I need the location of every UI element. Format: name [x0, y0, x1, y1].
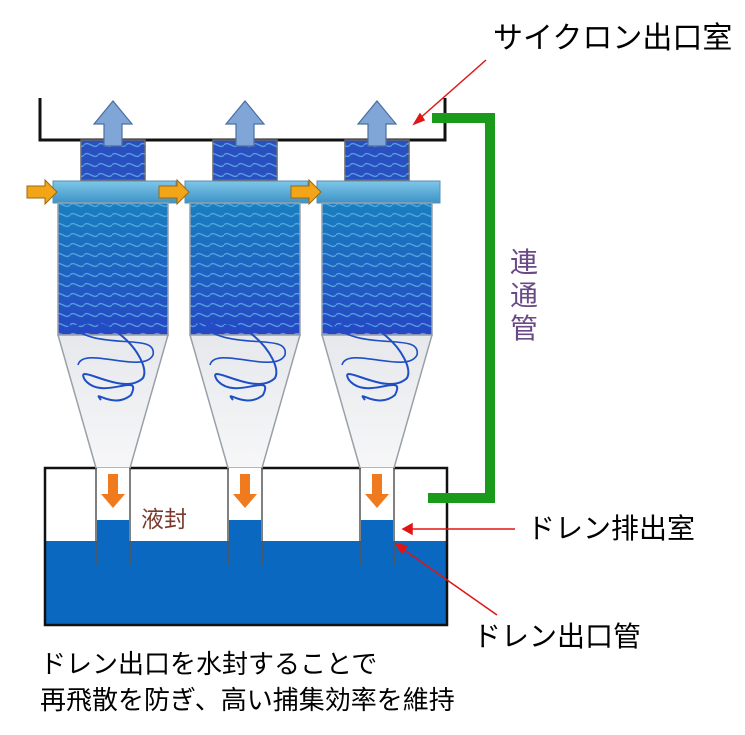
- leader-drain-pipe: [399, 546, 498, 616]
- label-connecting-pipe: 連 通 管: [509, 246, 538, 345]
- cyclone-unit: [26, 100, 177, 566]
- inflow-arrow-icon: [26, 178, 58, 206]
- vortex-swirl: [66, 321, 146, 402]
- drain-arrow-icon: [365, 474, 389, 508]
- caption-line-1: ドレン出口を水封することで: [40, 650, 378, 680]
- cyclone-unit: [290, 100, 441, 566]
- label-drain-chamber: ドレン排出室: [527, 512, 696, 545]
- connecting-pipe: [428, 113, 495, 503]
- inlet-pipe: [184, 180, 309, 204]
- caption-line-2: 再飛散を防ぎ、高い捕集効率を維持: [40, 686, 455, 716]
- inlet-pipe: [52, 180, 177, 204]
- drain-arrow-icon: [233, 474, 257, 508]
- leader-lines: [394, 59, 515, 616]
- vortex-swirl: [62, 319, 154, 366]
- drain-pipe-water: [361, 520, 393, 566]
- drain-pipe-water: [97, 520, 129, 566]
- vortex-finder-swirl: [81, 140, 145, 180]
- drain-arrow-icon: [101, 474, 125, 508]
- vortex-swirl: [330, 321, 410, 402]
- drain-pipe-water: [229, 520, 261, 566]
- cyclone-unit: [158, 100, 309, 566]
- vortex-swirl: [326, 319, 418, 366]
- vortex-finder-swirl: [345, 140, 409, 180]
- vortex-swirl: [198, 321, 278, 402]
- leader-arrowhead: [394, 542, 409, 555]
- leader-arrowhead: [401, 522, 413, 536]
- label-liquid-seal: 液封: [141, 507, 187, 533]
- cyclone-cone: [57, 334, 169, 469]
- cyclone-body-swirl: [58, 203, 168, 335]
- label-cyclone-outlet-chamber: サイクロン出口室: [493, 21, 733, 56]
- outflow-arrow-icon: [356, 100, 398, 147]
- inflow-arrow-icon: [158, 178, 190, 206]
- outflow-arrow-icon: [92, 100, 134, 147]
- outflow-arrow-icon: [224, 100, 266, 147]
- label-drain-outlet-pipe: ドレン出口管: [473, 620, 642, 653]
- inflow-arrow-icon: [290, 178, 322, 206]
- vortex-swirl: [194, 319, 286, 366]
- cyclone-cone: [189, 334, 301, 469]
- leader-outlet-chamber: [417, 59, 487, 121]
- cyclone-body-swirl: [190, 203, 300, 335]
- inlet-pipe: [316, 180, 441, 204]
- leader-arrowhead: [412, 112, 426, 126]
- vortex-finder-swirl: [213, 140, 277, 180]
- cyclone-cone: [321, 334, 433, 469]
- cyclone-body-swirl: [322, 203, 432, 335]
